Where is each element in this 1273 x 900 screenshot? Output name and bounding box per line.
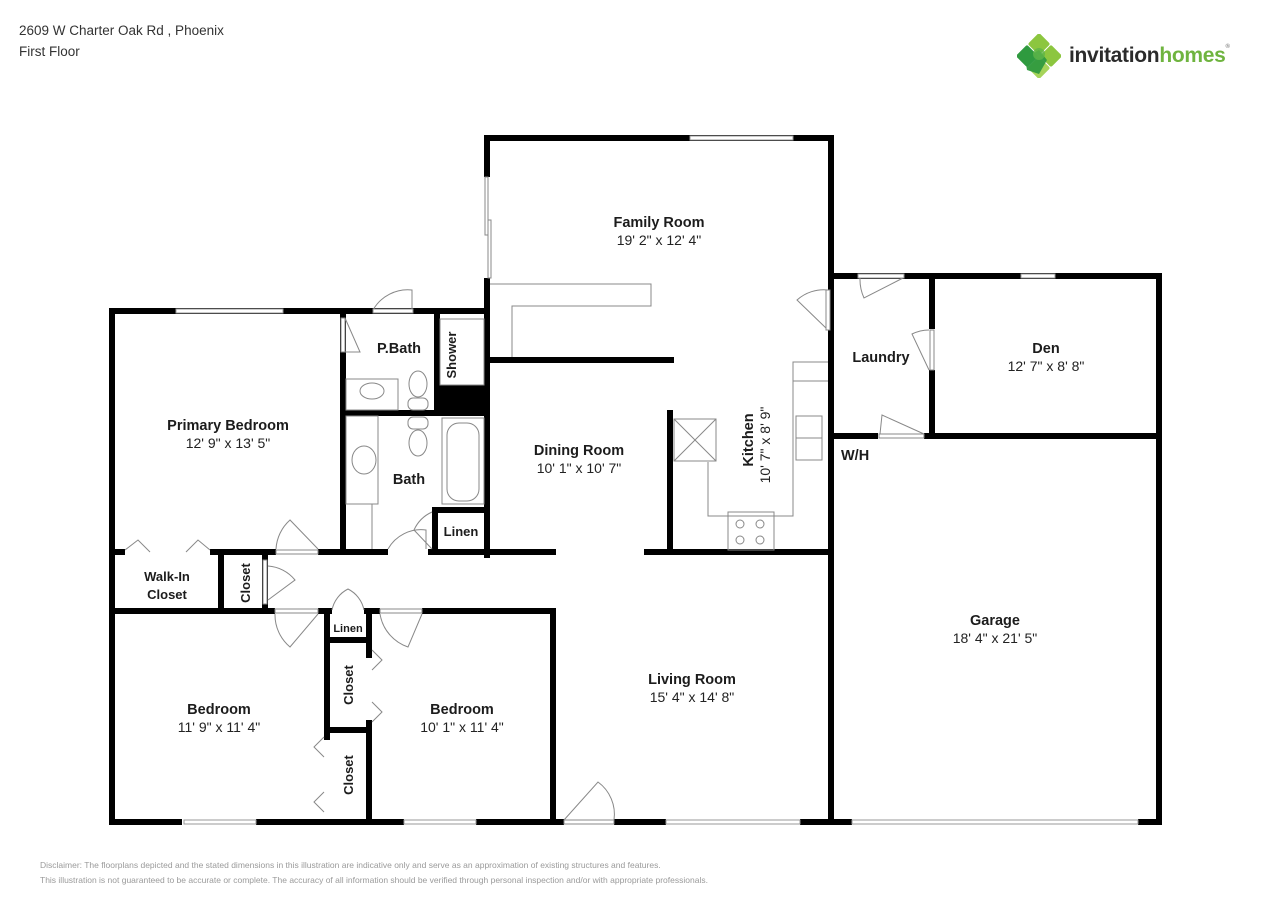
linen-bath-label: Linen — [444, 524, 479, 539]
bath-label: Bath — [393, 472, 425, 488]
primary-bedroom-dims: 12' 9" x 13' 5" — [186, 435, 271, 451]
laundry-label: Laundry — [852, 350, 909, 366]
family-room-dims: 19' 2" x 12' 4" — [617, 232, 702, 248]
den-dims: 12' 7" x 8' 8" — [1008, 358, 1085, 374]
kitchen-label: Kitchen — [741, 413, 757, 466]
walk-in-closet-label-2: Closet — [147, 587, 187, 602]
room-labels: Family Room 19' 2" x 12' 4" Primary Bedr… — [144, 215, 1084, 795]
bedroom-3-dims: 10' 1" x 11' 4" — [420, 719, 504, 735]
walk-in-closet-label-1: Walk-In — [144, 569, 190, 584]
wh-label: W/H — [841, 448, 869, 464]
family-room-label: Family Room — [613, 215, 704, 231]
dining-room-dims: 10' 1" x 10' 7" — [537, 460, 622, 476]
logo-wordmark: invitationhomes® — [1069, 44, 1230, 67]
bedroom-2-label: Bedroom — [187, 702, 251, 718]
walls — [109, 135, 1162, 825]
dining-room-label: Dining Room — [534, 443, 624, 459]
garage-dims: 18' 4" x 21' 5" — [953, 630, 1038, 646]
disclaimer-line-2: This illustration is not guaranteed to b… — [40, 875, 708, 885]
closet-lower-label: Closet — [341, 754, 356, 794]
den-label: Den — [1032, 341, 1059, 357]
header: 2609 W Charter Oak Rd , Phoenix First Fl… — [19, 20, 224, 62]
bedroom-3-label: Bedroom — [430, 702, 494, 718]
primary-bedroom-label: Primary Bedroom — [167, 418, 289, 434]
closet-upper-label: Closet — [341, 664, 356, 704]
brand-logo: invitationhomes® — [1017, 34, 1230, 78]
bedroom-2-dims: 11' 9" x 11' 4" — [178, 719, 261, 735]
floor-label: First Floor — [19, 44, 80, 59]
disclaimer-line-1: Disclaimer: The floorplans depicted and … — [40, 860, 661, 870]
disclaimer: Disclaimer: The floorplans depicted and … — [40, 858, 708, 888]
living-room-dims: 15' 4" x 14' 8" — [650, 689, 735, 705]
kitchen-dims: 10' 7" x 8' 9" — [757, 407, 773, 484]
hall-closet-label: Closet — [238, 562, 253, 602]
linen-hall-label: Linen — [333, 623, 363, 635]
address-text: 2609 W Charter Oak Rd , Phoenix — [19, 23, 224, 38]
living-room-label: Living Room — [648, 672, 736, 688]
doors-fixtures — [124, 176, 935, 825]
logo-clover-icon — [1017, 34, 1061, 78]
pbath-label: P.Bath — [377, 341, 421, 357]
garage-label: Garage — [970, 613, 1020, 629]
shower-label: Shower — [444, 332, 459, 379]
